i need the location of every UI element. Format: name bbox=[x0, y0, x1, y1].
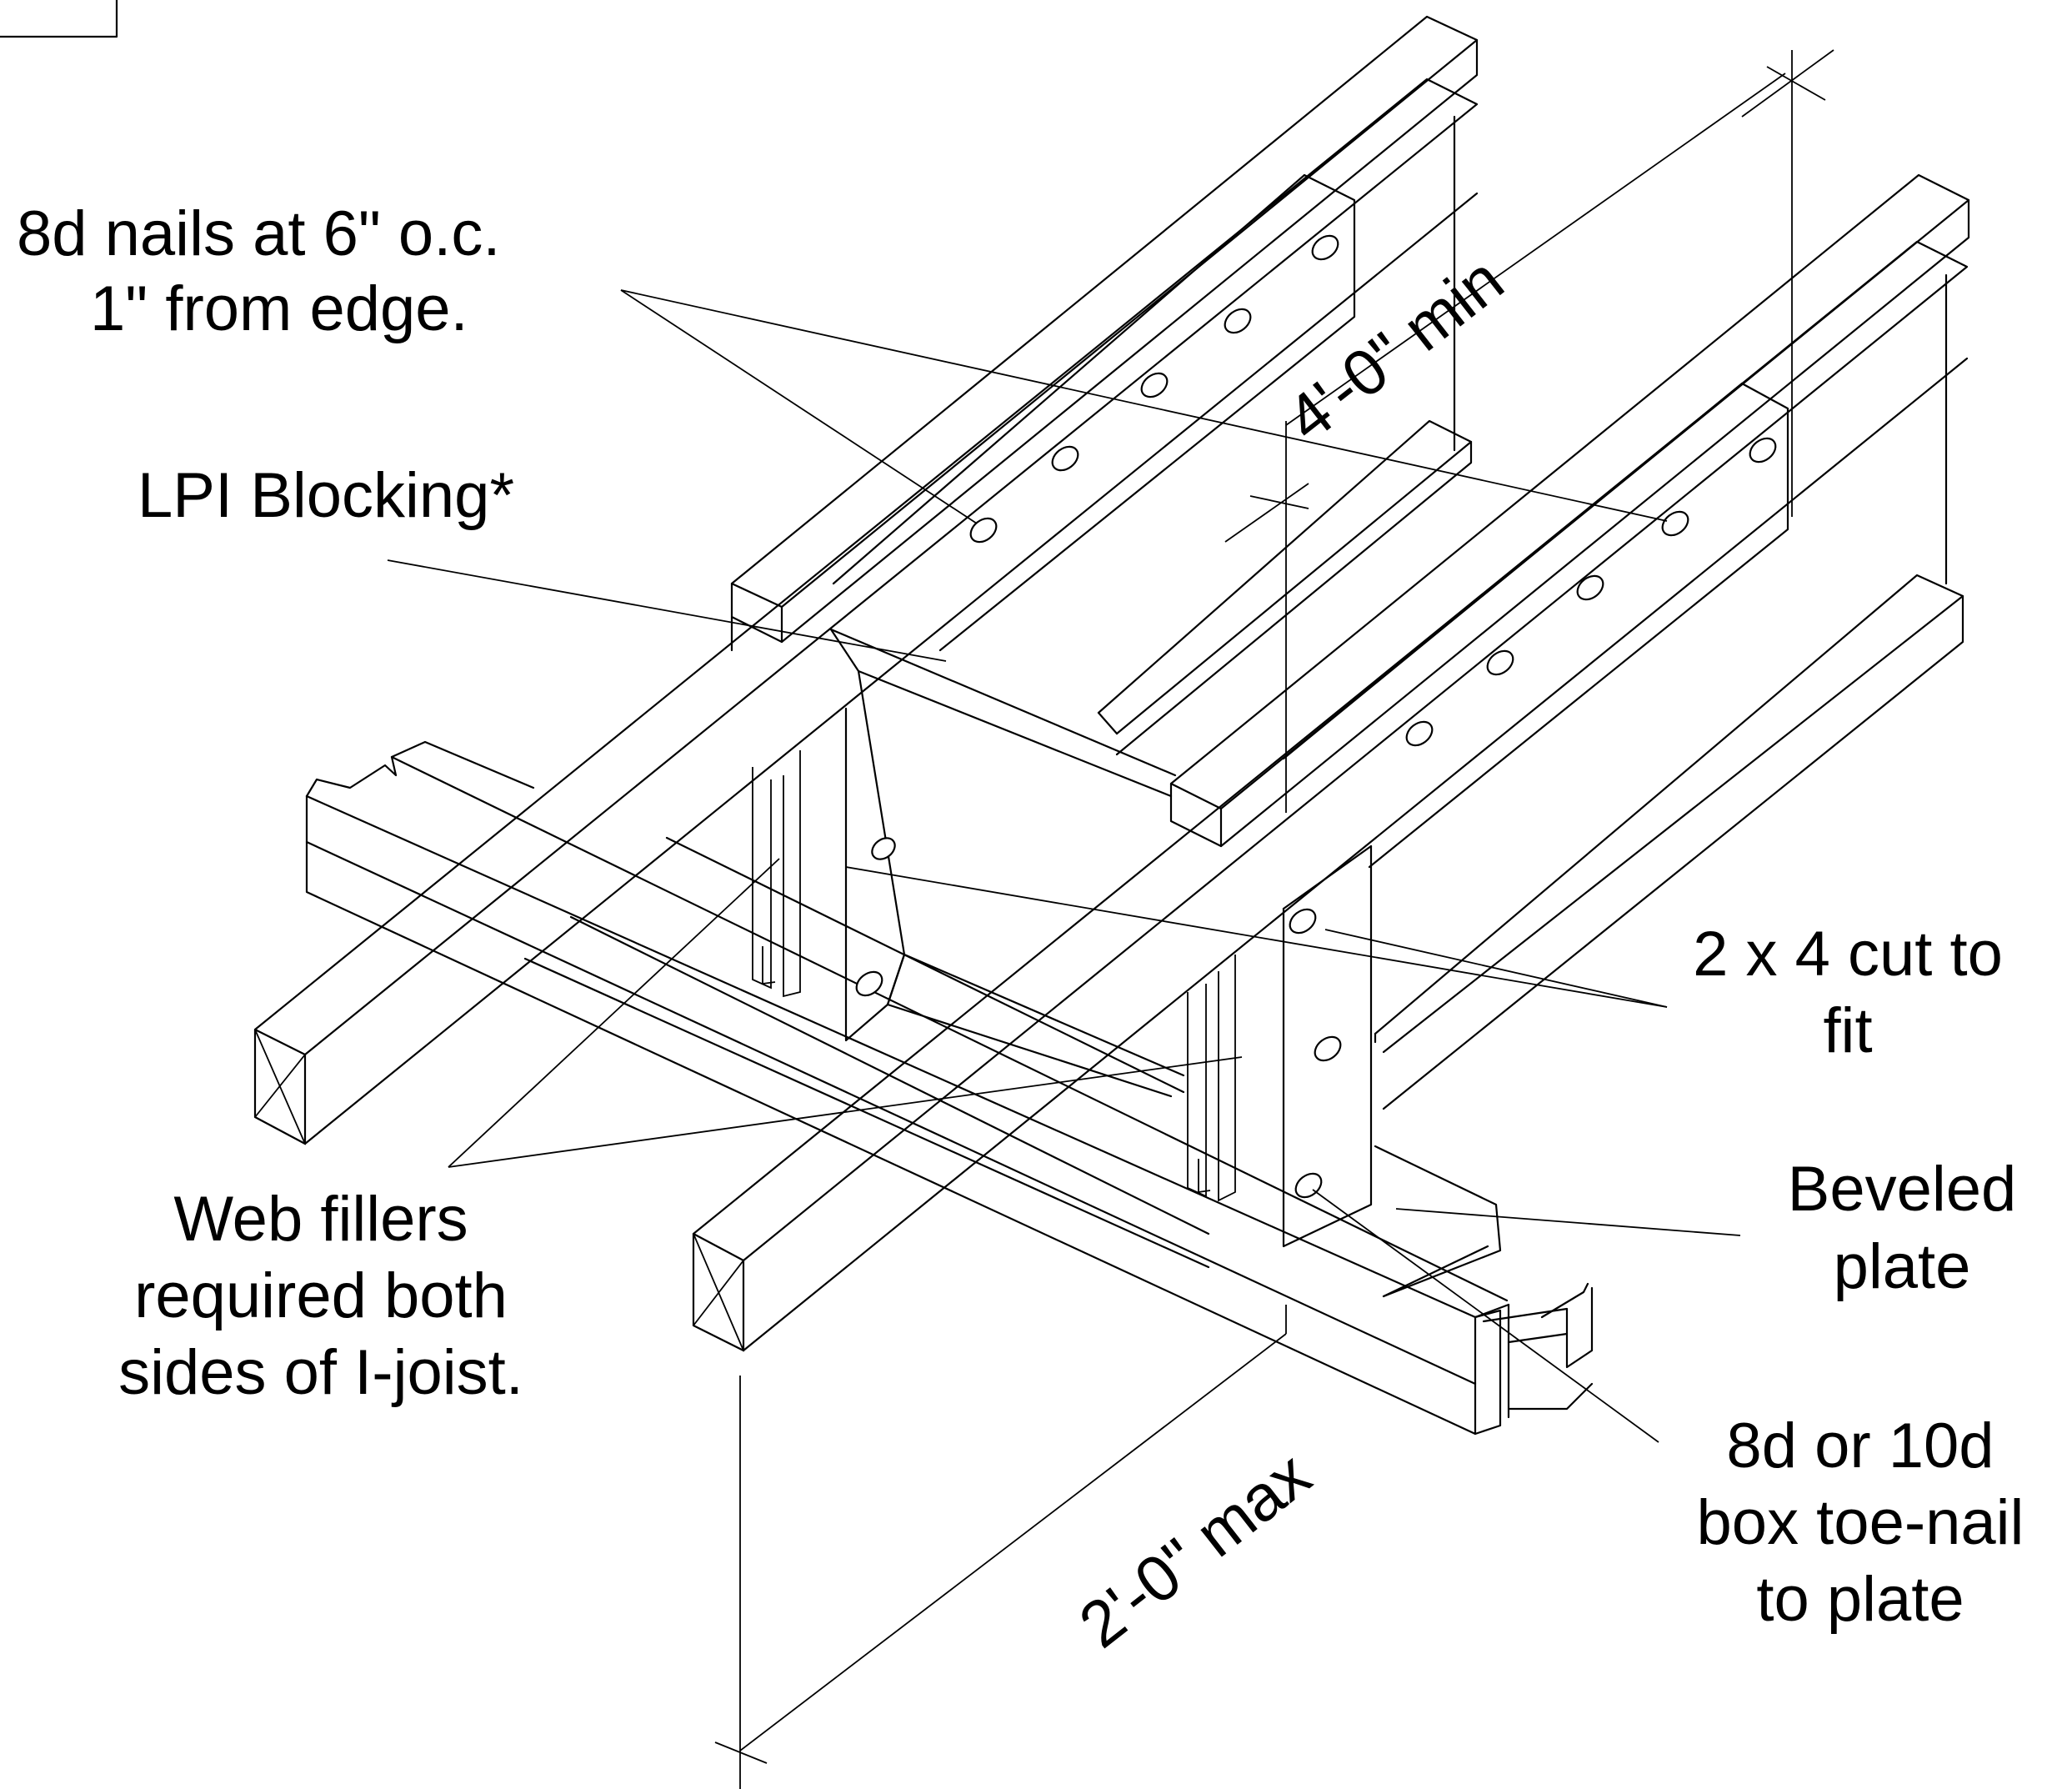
leader-lines bbox=[387, 289, 1741, 1443]
lpi-blocking bbox=[523, 628, 1236, 1269]
dimension-lines bbox=[714, 49, 1834, 1789]
front-2x4-right bbox=[692, 240, 1969, 1352]
label-beveled-line2: plate bbox=[1834, 1231, 1971, 1302]
label-web-fillers: Web fillers required both sides of I-joi… bbox=[118, 1184, 523, 1408]
label-toe-nail-line2: box toe-nail bbox=[1697, 1487, 2024, 1558]
label-nails-line1: 8d nails at 6" o.c. bbox=[17, 198, 500, 269]
label-toe-nail-line1: 8d or 10d bbox=[1726, 1411, 1994, 1481]
dimension-bottom: 2'-0" max bbox=[1065, 1437, 1324, 1661]
label-beveled-plate: Beveled plate bbox=[1788, 1154, 2017, 1302]
nails bbox=[855, 234, 1777, 1199]
label-toe-nail-line3: to plate bbox=[1756, 1564, 1964, 1635]
label-web-fillers-line2: required both bbox=[134, 1260, 508, 1331]
label-2x4: 2 x 4 cut to fit bbox=[1693, 919, 2003, 1066]
label-nails-line2: 1" from edge. bbox=[90, 273, 468, 344]
front-2x4-left bbox=[253, 78, 1479, 1145]
label-beveled-line1: Beveled bbox=[1788, 1154, 2017, 1225]
label-web-fillers-line1: Web fillers bbox=[173, 1184, 468, 1255]
bearing-plate bbox=[305, 740, 1594, 1436]
i-joist-right bbox=[1169, 173, 1970, 1248]
label-2x4-line1: 2 x 4 cut to bbox=[1693, 919, 2003, 990]
i-joist-left bbox=[730, 15, 1479, 756]
label-web-fillers-line3: sides of I-joist. bbox=[118, 1337, 523, 1408]
label-blocking: LPI Blocking* bbox=[138, 460, 514, 531]
label-nails: 8d nails at 6" o.c. 1" from edge. bbox=[17, 198, 500, 344]
label-toe-nail: 8d or 10d box toe-nail to plate bbox=[1697, 1411, 2024, 1635]
frame-corner bbox=[0, 0, 118, 38]
label-blocking-line1: LPI Blocking* bbox=[138, 460, 514, 531]
dimension-top: 4'-0" min bbox=[1273, 243, 1517, 456]
label-2x4-line2: fit bbox=[1823, 995, 1872, 1066]
